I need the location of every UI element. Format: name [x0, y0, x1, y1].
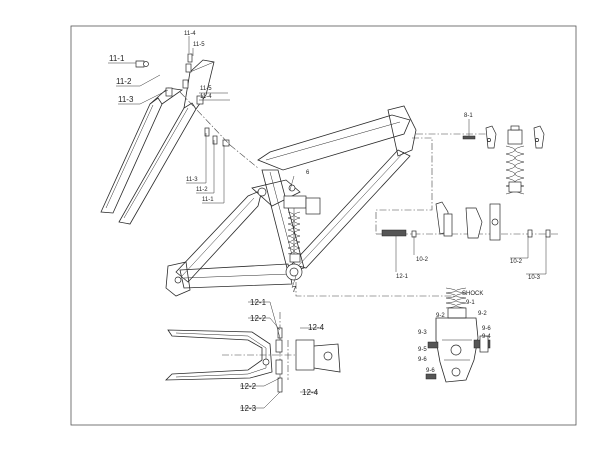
- front-link-yoke: [165, 327, 341, 393]
- label-11-5-mid: 11-5: [200, 86, 212, 92]
- label-12-4-upper: 12-4: [308, 323, 325, 332]
- label-10-2-right: 10-2: [510, 259, 523, 265]
- label-6: 6: [306, 170, 310, 176]
- label-11-4-top: 11-4: [184, 31, 196, 37]
- pivot-hardware: [381, 201, 551, 241]
- label-11-5-top: 11-5: [193, 42, 205, 48]
- label-9-4: 9-4: [482, 334, 491, 340]
- label-12-4-lower: 12-4: [302, 388, 319, 397]
- label-7: 7: [292, 285, 297, 294]
- label-12-1-mid: 12-1: [396, 274, 409, 280]
- part-labels: 11-4 11-5 11-1 11-2 11-3 11-5 11-4 11-3 …: [109, 31, 541, 413]
- label-10-2-left: 10-2: [416, 257, 429, 263]
- label-11-3-top: 11-3: [118, 95, 134, 104]
- label-12-1-bottom: 12-1: [250, 298, 267, 307]
- label-12-2-upper: 12-2: [250, 314, 267, 323]
- leader-lines: [108, 36, 547, 409]
- label-9-6-top: 9-6: [482, 326, 491, 332]
- drawing-border: [70, 25, 577, 426]
- frame-shock: [283, 195, 321, 263]
- label-11-4-mid: 11-4: [200, 94, 212, 100]
- label-10-3: 10-3: [528, 275, 541, 281]
- label-11-2-top: 11-2: [116, 77, 132, 86]
- label-shock: SHOCK: [462, 291, 483, 297]
- label-12-2-lower: 12-2: [240, 382, 257, 391]
- label-11-2-low: 11-2: [196, 187, 208, 193]
- label-9-1: 9-1: [466, 300, 475, 306]
- label-9-6-left: 9-6: [418, 357, 427, 363]
- label-11-1-top: 11-1: [109, 54, 125, 63]
- label-9-3: 9-3: [418, 330, 427, 336]
- shock-eyelet-detail: [425, 287, 491, 383]
- shock-assembly-right: [462, 125, 545, 195]
- label-12-3: 12-3: [240, 404, 257, 413]
- label-9-6-bottom: 9-6: [426, 368, 435, 374]
- label-11-3-low: 11-3: [186, 177, 198, 183]
- label-9-5: 9-5: [418, 347, 427, 353]
- main-frame: [165, 105, 417, 297]
- label-11-1-low: 11-1: [202, 197, 214, 203]
- label-8-1: 8-1: [464, 113, 473, 119]
- label-9-2-right: 9-2: [478, 311, 487, 317]
- label-9-2-left: 9-2: [436, 313, 445, 319]
- alignment-lines: [179, 91, 560, 380]
